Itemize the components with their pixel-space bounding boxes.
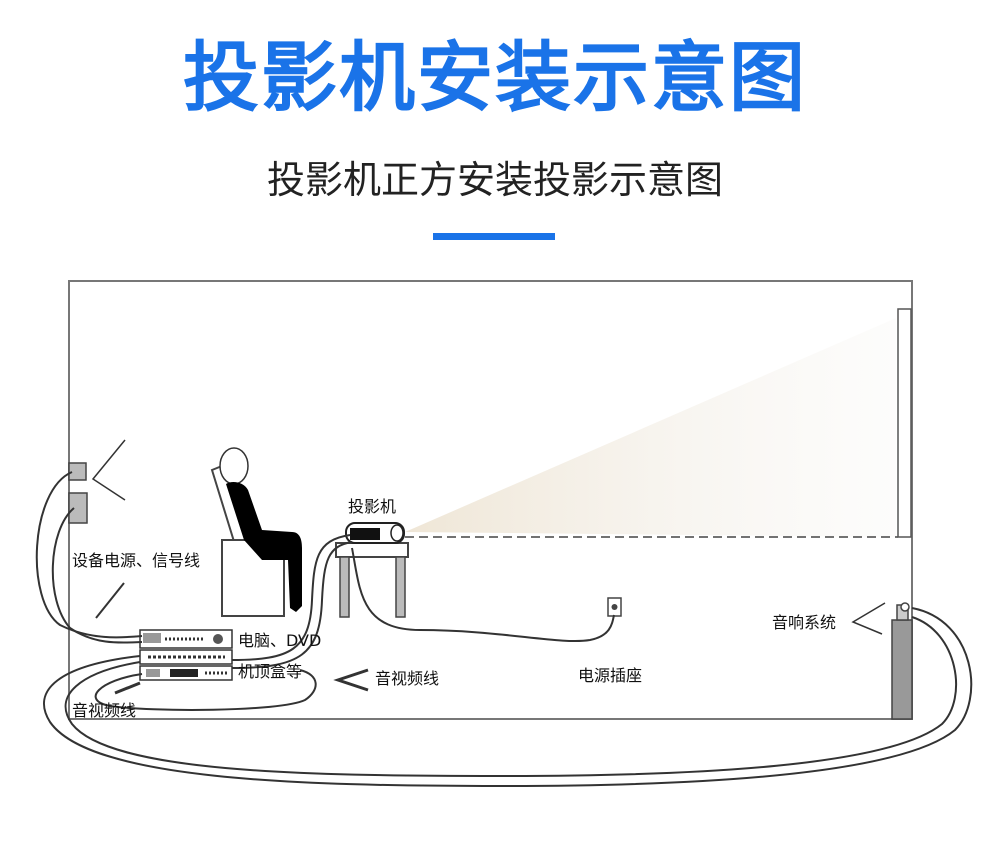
projector-device [345,522,405,544]
wall-outlet-upper [68,462,87,481]
cables [35,471,973,788]
av-cable-center-pointer [333,668,369,692]
wall-outlet-lower [68,492,88,524]
viewer-figure [219,447,302,612]
label-pc-dvd: 电脑、DVD [238,631,321,650]
wall-outlet-pointer [91,439,126,501]
page-subtitle: 投影机正方安装投影示意图 [266,158,723,202]
label-audio-system: 音响系统 [772,613,836,632]
page-title: 投影机安装示意图 [183,33,807,122]
projection-screen [897,308,912,538]
av-cable-left-pointer [114,681,141,695]
projection-beam [405,318,896,537]
projector-table [335,542,409,618]
power-socket-icon [607,597,622,617]
title-underline [433,233,555,240]
label-device-power-signal: 设备电源、信号线 [72,551,200,570]
label-projector: 投影机 [348,497,396,516]
label-set-top-box: 机顶盒等 [238,662,302,681]
label-av-cable-left: 音视频线 [72,701,136,720]
speaker-pointer [851,602,886,635]
label-power-socket: 电源插座 [578,666,642,685]
device-power-pointer [95,582,125,619]
speaker-column [891,602,913,720]
av-equipment-stack [139,629,233,681]
label-av-cable-center: 音视频线 [375,669,439,688]
